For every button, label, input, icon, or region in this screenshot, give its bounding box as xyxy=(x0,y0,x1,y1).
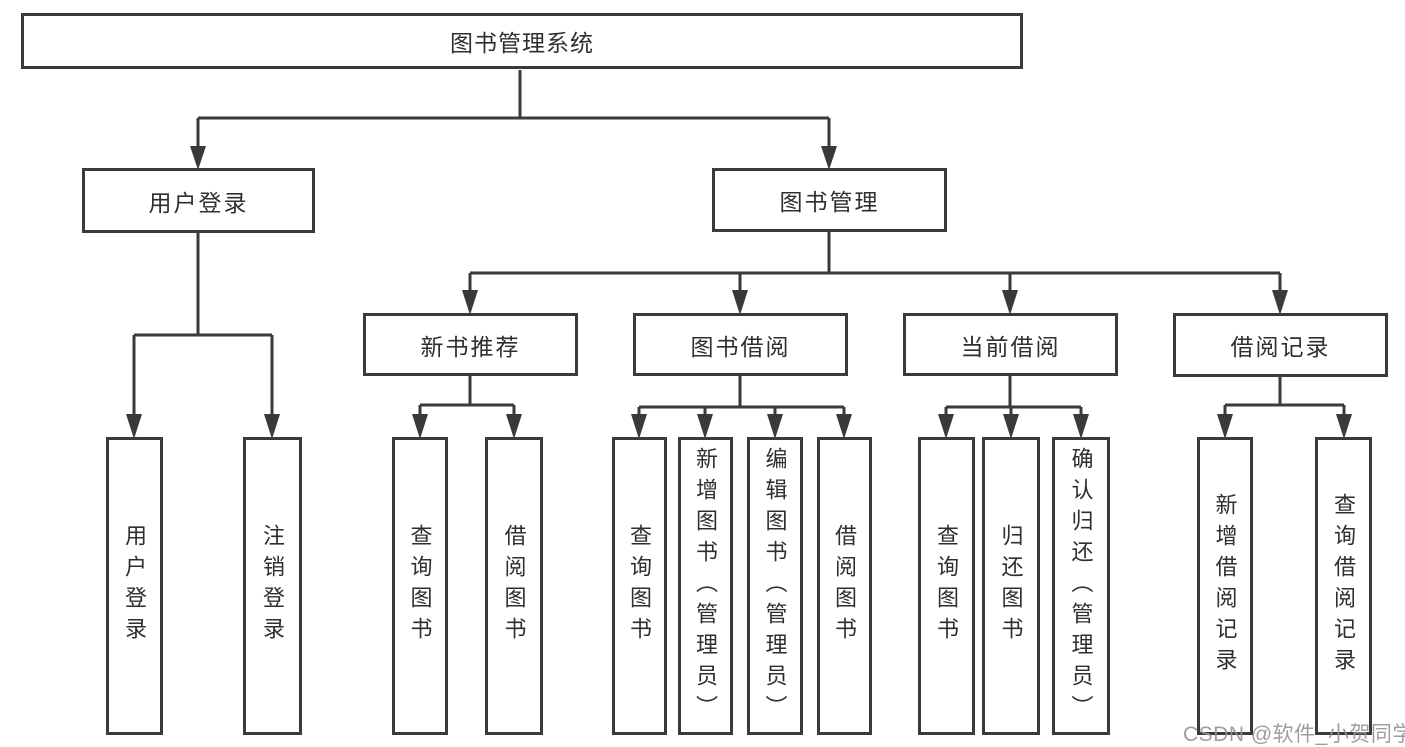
node-user-login: 用户登录 xyxy=(82,168,315,233)
arrow-down-icon xyxy=(821,146,837,170)
node-label: 查询图书 xyxy=(934,524,960,648)
leaf-current-query-books: 查询图书 xyxy=(918,437,975,735)
arrow-down-icon xyxy=(767,414,783,439)
arrow-down-icon xyxy=(506,414,522,439)
node-label: 确认归还（管理员） xyxy=(1068,446,1094,726)
node-label: 新增借阅记录 xyxy=(1212,493,1238,679)
leaf-current-confirm-return-admin: 确认归还（管理员） xyxy=(1052,437,1110,735)
arrow-down-icon xyxy=(462,290,478,315)
node-label: 归还图书 xyxy=(998,524,1024,648)
node-label: 编辑图书（管理员） xyxy=(762,446,788,726)
arrow-down-icon xyxy=(697,414,713,439)
node-label: 图书管理 xyxy=(779,189,880,215)
node-current-borrowing: 当前借阅 xyxy=(903,313,1118,376)
node-label: 借阅图书 xyxy=(501,524,527,648)
node-book-management: 图书管理 xyxy=(712,168,947,232)
node-label: 查询图书 xyxy=(407,524,433,648)
leaf-borrowing-query-books: 查询图书 xyxy=(612,437,667,735)
arrow-down-icon xyxy=(732,290,748,315)
node-new-book-recommend: 新书推荐 xyxy=(363,313,578,376)
node-label: 图书借阅 xyxy=(690,333,791,360)
node-label: 新增图书（管理员） xyxy=(693,446,719,726)
leaf-current-return-books: 归还图书 xyxy=(982,437,1040,735)
arrow-down-icon xyxy=(938,414,954,439)
node-label: 查询借阅记录 xyxy=(1331,493,1357,679)
arrow-down-icon xyxy=(126,414,142,439)
arrow-down-icon xyxy=(1217,414,1233,439)
leaf-recommend-borrow-books: 借阅图书 xyxy=(485,437,543,735)
node-label: 图书管理系统 xyxy=(450,30,594,56)
leaf-borrowing-edit-books-admin: 编辑图书（管理员） xyxy=(747,437,803,735)
leaf-logout: 注销登录 xyxy=(243,437,302,735)
arrowheads xyxy=(126,146,1352,439)
connector-current-split xyxy=(944,376,1083,416)
node-label: 新书推荐 xyxy=(420,333,521,360)
connector-newbook-split xyxy=(418,376,516,416)
node-label: 借阅记录 xyxy=(1230,334,1331,360)
arrow-down-icon xyxy=(1073,414,1089,439)
leaf-borrowing-borrow-books: 借阅图书 xyxy=(817,437,872,735)
node-label: 借阅图书 xyxy=(832,524,858,648)
node-label: 查询图书 xyxy=(627,524,653,648)
arrow-down-icon xyxy=(631,414,647,439)
connector-userlogin-split xyxy=(132,233,274,416)
node-label: 当前借阅 xyxy=(960,333,1061,360)
node-label: 用户登录 xyxy=(122,524,148,648)
node-borrowing-records: 借阅记录 xyxy=(1173,313,1388,377)
leaf-recommend-query-books: 查询图书 xyxy=(392,437,448,735)
connector-record-split xyxy=(1223,377,1346,416)
connector-borrow-split xyxy=(637,376,846,416)
arrow-down-icon xyxy=(1003,414,1019,439)
leaf-records-add-record: 新增借阅记录 xyxy=(1197,437,1253,735)
node-book-borrowing: 图书借阅 xyxy=(633,313,848,376)
arrow-down-icon xyxy=(1002,290,1018,315)
arrow-down-icon xyxy=(836,414,852,439)
leaf-records-query-record: 查询借阅记录 xyxy=(1315,437,1372,735)
arrow-down-icon xyxy=(1272,290,1288,315)
connector-root-split xyxy=(196,70,831,147)
arrow-down-icon xyxy=(412,414,428,439)
leaf-user-login: 用户登录 xyxy=(106,437,163,735)
node-system-root: 图书管理系统 xyxy=(21,13,1023,69)
leaf-borrowing-add-books-admin: 新增图书（管理员） xyxy=(678,437,733,735)
csdn-watermark: CSDN @软件_小贺同学 xyxy=(1183,723,1405,746)
arrow-down-icon xyxy=(264,414,280,439)
connector-bookmgmt-split xyxy=(468,232,1282,291)
arrow-down-icon xyxy=(190,146,206,170)
node-label: 注销登录 xyxy=(260,524,286,648)
arrow-down-icon xyxy=(1336,414,1352,439)
node-label: 用户登录 xyxy=(148,189,249,216)
